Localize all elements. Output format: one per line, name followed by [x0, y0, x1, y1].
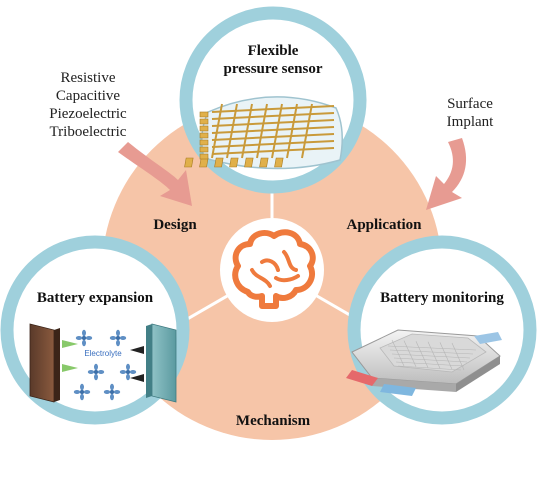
- side-notes-left: Resistive Capacitive Piezoelectric Tribo…: [49, 70, 127, 140]
- node-title-line-2: pressure sensor: [223, 61, 322, 77]
- electrolyte-label: Electrolyte: [84, 349, 122, 358]
- brain-icon: [232, 229, 316, 309]
- node-flexible-pressure-sensor: Flexible pressure sensor: [179, 6, 367, 194]
- left-curved-arrow: [118, 142, 192, 206]
- pressure-sensor-illustration: [184, 96, 343, 170]
- side-note-capacitive: Capacitive: [56, 88, 120, 104]
- node-title-line-1: Flexible: [248, 43, 299, 59]
- side-note-implant: Implant: [447, 114, 494, 130]
- right-curved-arrow: [426, 138, 467, 210]
- side-note-piezoelectric: Piezoelectric: [49, 106, 127, 122]
- curved-arrow-icon: [426, 138, 467, 210]
- side-notes-right: Surface Implant: [447, 96, 494, 130]
- ion-symbols: [73, 329, 137, 401]
- sector-label-design: Design: [153, 217, 197, 233]
- node-battery-expansion: Battery expansion Electrolyte: [0, 235, 190, 425]
- sector-label-application: Application: [346, 217, 422, 233]
- center-node: [220, 218, 324, 322]
- node-title: Battery expansion: [37, 290, 154, 306]
- side-note-triboelectric: Triboelectric: [50, 124, 127, 140]
- side-note-resistive: Resistive: [61, 70, 116, 86]
- battery-expansion-illustration: Electrolyte: [29, 323, 177, 403]
- node-battery-monitoring: Battery monitoring: [346, 235, 537, 425]
- node-title: Battery monitoring: [380, 290, 504, 306]
- side-note-surface: Surface: [447, 96, 493, 112]
- curved-arrow-icon: [118, 142, 192, 206]
- battery-monitoring-illustration: [346, 329, 502, 396]
- sector-label-mechanism: Mechanism: [236, 413, 311, 429]
